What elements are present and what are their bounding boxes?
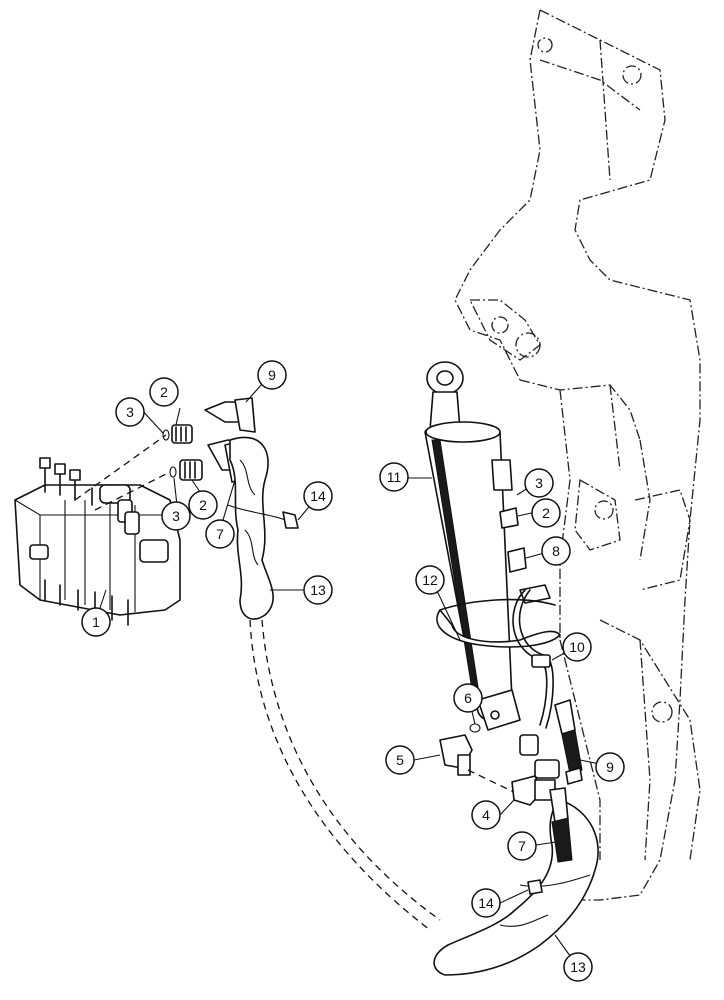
cylinder-base-fittings	[439, 723, 573, 863]
callout-3-lower: 3	[161, 501, 191, 531]
callout-1: 1	[81, 607, 111, 637]
upper-hose-sleeve	[227, 436, 441, 931]
svg-text:7: 7	[518, 838, 526, 854]
callout-3-cylinder: 3	[524, 468, 554, 498]
callout-14-upper: 14	[303, 481, 333, 511]
callout-7-upper: 7	[205, 519, 235, 549]
clamp-band	[436, 598, 561, 648]
callout-4: 4	[471, 800, 501, 830]
lower-hose-sleeve	[433, 799, 599, 976]
hydraulic-cylinder	[424, 361, 551, 731]
svg-text:7: 7	[216, 526, 224, 542]
boom-arm	[454, 9, 701, 901]
callout-10: 10	[562, 632, 592, 662]
svg-text:9: 9	[268, 367, 276, 383]
svg-text:13: 13	[570, 959, 586, 975]
callout-2-upper: 2	[149, 377, 179, 407]
svg-text:11: 11	[387, 469, 402, 485]
svg-text:1: 1	[92, 614, 100, 630]
callout-6: 6	[453, 683, 483, 713]
callout-8: 8	[541, 536, 571, 566]
svg-text:10: 10	[569, 639, 585, 655]
callout-11: 11	[379, 462, 409, 492]
svg-text:14: 14	[310, 488, 326, 504]
callout-13-lower: 13	[563, 952, 593, 982]
svg-text:4: 4	[482, 807, 490, 823]
svg-text:6: 6	[464, 690, 472, 706]
svg-text:14: 14	[478, 895, 494, 911]
callout-3-upper: 3	[115, 397, 145, 427]
svg-text:3: 3	[126, 404, 134, 420]
tube	[512, 589, 583, 785]
callout-2-lower: 2	[188, 490, 218, 520]
callout-2-cylinder: 2	[531, 498, 561, 528]
svg-text:8: 8	[552, 543, 560, 559]
svg-text:13: 13	[310, 582, 326, 598]
svg-text:2: 2	[160, 384, 168, 400]
callout-14-lower: 14	[471, 888, 501, 918]
callout-5: 5	[385, 745, 415, 775]
svg-text:3: 3	[172, 508, 180, 524]
svg-text:9: 9	[606, 759, 614, 775]
callout-9-lower: 9	[595, 752, 625, 782]
callout-7-lower: 7	[507, 831, 537, 861]
svg-text:5: 5	[396, 752, 404, 768]
leader-lines	[99, 374, 611, 968]
svg-text:2: 2	[199, 497, 207, 513]
control-valve-bank	[14, 457, 181, 626]
callout-13-upper: 13	[303, 575, 333, 605]
callout-9-upper: 9	[257, 360, 287, 390]
callout-12: 12	[415, 565, 445, 595]
svg-text:12: 12	[422, 572, 438, 588]
svg-text:2: 2	[542, 505, 550, 521]
svg-text:3: 3	[535, 475, 543, 491]
